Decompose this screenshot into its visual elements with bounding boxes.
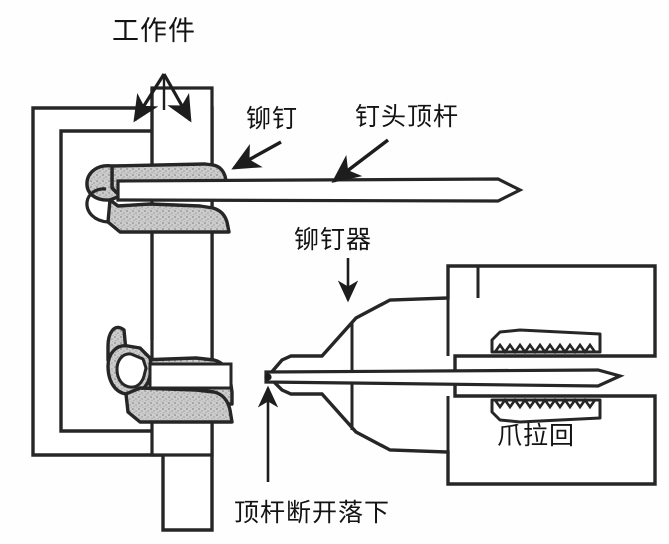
deformed-rivet-lower-flange (124, 386, 234, 424)
label-mandrel-breaks-off: 顶杆断开落下 (234, 498, 391, 527)
rivet-deformed (106, 325, 234, 424)
workpiece-arrow-left (133, 73, 166, 123)
callout-arrows (133, 73, 390, 482)
deformed-rivet-cavity (115, 352, 148, 389)
mandrel-lower (264, 368, 625, 388)
deformed-rivet-bore (148, 362, 233, 390)
mandrel-lower-shaft (264, 368, 625, 388)
mandrel-break-point (264, 373, 272, 381)
riveter-body-upper (266, 264, 657, 376)
label-jaws-pull-back: 爪拉回 (497, 421, 576, 450)
label-riveter: 铆钉器 (294, 225, 373, 254)
label-mandrel-rod: 钉头顶杆 (355, 102, 460, 131)
rivet-head-underside (85, 187, 109, 224)
mandrel-shaft (116, 177, 524, 203)
mandrel-upper (116, 177, 524, 203)
riveter-body-lower (265, 376, 657, 486)
label-workpiece: 工作件 (112, 16, 196, 47)
workpiece-plates (31, 86, 214, 532)
mandrel-arrow (331, 138, 390, 183)
workpiece-arrow-right (162, 73, 192, 123)
riveter-jaw-lower-teeth (493, 397, 597, 410)
riveter-jaw-upper-teeth (493, 342, 597, 355)
riveter-tool (265, 264, 657, 486)
rivet-arrow (231, 140, 282, 170)
rivet-sleeve-lower-wall (106, 198, 231, 234)
label-rivet: 铆钉 (246, 104, 299, 133)
